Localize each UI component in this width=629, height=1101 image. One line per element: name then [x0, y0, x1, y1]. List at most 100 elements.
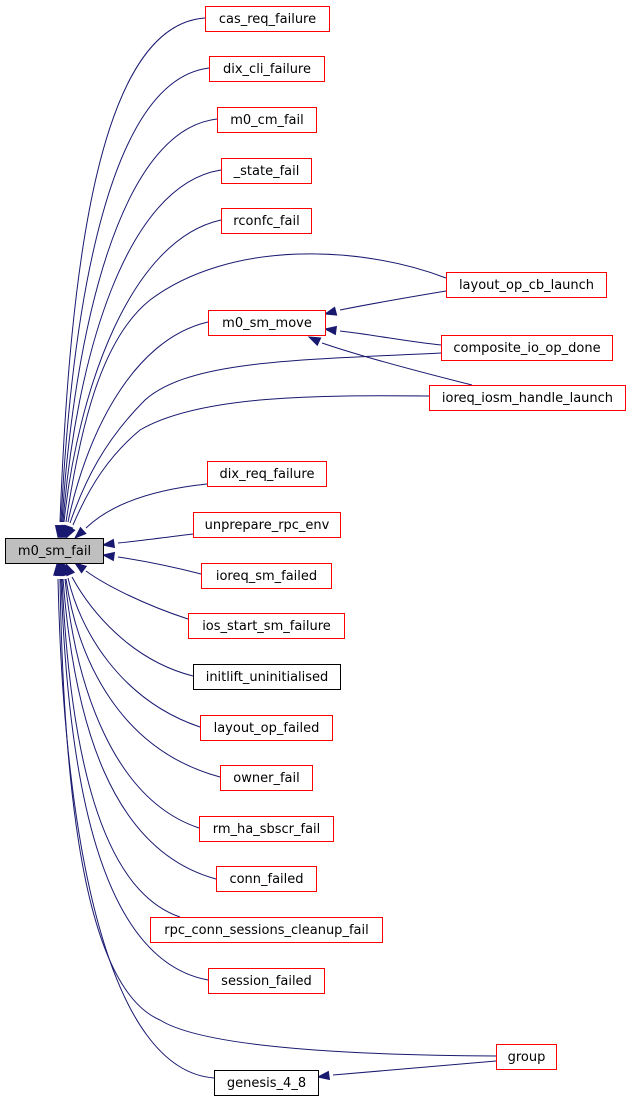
- node-dix_cli_failure[interactable]: dix_cli_failure: [209, 56, 325, 82]
- node-box[interactable]: [208, 310, 326, 336]
- node-label[interactable]: ioreq_iosm_handle_launch: [442, 391, 613, 406]
- node-cas_req_failure[interactable]: cas_req_failure: [205, 6, 330, 32]
- node-label[interactable]: _state_fail: [233, 164, 300, 179]
- edge-line: [60, 578, 209, 981]
- node-box[interactable]: [150, 917, 383, 943]
- node-rpc_conn_sessions_cleanup_fail[interactable]: rpc_conn_sessions_cleanup_fail: [150, 917, 383, 943]
- node-label[interactable]: group: [508, 1050, 546, 1065]
- node-unprepare_rpc_env[interactable]: unprepare_rpc_env: [193, 512, 341, 538]
- node-box[interactable]: [216, 866, 317, 892]
- arrowhead: [101, 538, 116, 549]
- node-box[interactable]: [214, 1070, 319, 1096]
- edges-layer: [53, 17, 497, 1081]
- node-_state_fail[interactable]: _state_fail: [221, 158, 312, 184]
- node-label[interactable]: dix_req_failure: [220, 467, 315, 482]
- node-label[interactable]: ioreq_sm_failed: [216, 569, 317, 584]
- edge-line: [85, 570, 189, 620]
- node-ioreq_iosm_handle_launch[interactable]: ioreq_iosm_handle_launch: [429, 385, 626, 411]
- node-box[interactable]: [207, 461, 327, 487]
- node-group[interactable]: group: [496, 1044, 557, 1070]
- node-m0_cm_fail[interactable]: m0_cm_fail: [217, 107, 317, 133]
- edge-unprepare_rpc_env-to-m0_sm_fail: [101, 533, 194, 549]
- node-layout_op_cb_launch[interactable]: layout_op_cb_launch: [446, 272, 607, 298]
- node-m0_sm_move[interactable]: m0_sm_move: [208, 310, 326, 336]
- node-label[interactable]: layout_op_failed: [214, 721, 320, 736]
- node-box[interactable]: [221, 158, 312, 184]
- node-label[interactable]: unprepare_rpc_env: [205, 518, 330, 533]
- node-box[interactable]: [199, 816, 334, 842]
- node-box[interactable]: [188, 613, 345, 639]
- node-session_failed[interactable]: session_failed: [208, 968, 325, 994]
- node-label[interactable]: layout_op_cb_launch: [459, 278, 594, 293]
- arrowhead: [53, 562, 63, 576]
- node-genesis_4_8[interactable]: genesis_4_8: [214, 1070, 319, 1096]
- node-box[interactable]: [5, 538, 104, 564]
- node-owner_fail[interactable]: owner_fail: [220, 765, 313, 791]
- node-box[interactable]: [446, 272, 607, 298]
- edge-m0_cm_fail-to-m0_sm_fail: [56, 118, 218, 539]
- edge-rpc_conn_sessions_cleanup_fail-to-m0_sm_fail: [56, 562, 181, 918]
- arrowhead: [307, 336, 322, 347]
- edge-line: [60, 67, 210, 523]
- edge-line: [339, 290, 447, 311]
- edge-ioreq_iosm_handle_launch-to-m0_sm_move: [307, 336, 473, 386]
- node-label[interactable]: conn_failed: [229, 872, 303, 887]
- edge-line: [63, 219, 222, 523]
- edge-line: [321, 342, 473, 386]
- edge-m0_sm_move-to-m0_sm_fail: [62, 321, 209, 539]
- node-box[interactable]: [193, 664, 341, 690]
- edge-line: [85, 483, 208, 529]
- node-box[interactable]: [217, 107, 317, 133]
- node-box[interactable]: [193, 512, 341, 538]
- node-initlift_uninitialised[interactable]: initlift_uninitialised: [193, 664, 341, 690]
- node-label[interactable]: rpc_conn_sessions_cleanup_fail: [164, 923, 368, 938]
- edge-line: [62, 578, 217, 880]
- node-box[interactable]: [441, 335, 613, 361]
- node-label[interactable]: rconfc_fail: [233, 214, 299, 229]
- arrowhead: [323, 325, 338, 336]
- node-ios_start_sm_failure[interactable]: ios_start_sm_failure: [188, 613, 345, 639]
- node-ioreq_sm_failed[interactable]: ioreq_sm_failed: [201, 563, 332, 589]
- node-conn_failed[interactable]: conn_failed: [216, 866, 317, 892]
- node-label[interactable]: m0_sm_move: [222, 316, 312, 331]
- edge-layout_op_cb_launch-to-m0_sm_move: [323, 290, 447, 316]
- node-label[interactable]: dix_cli_failure: [223, 62, 311, 77]
- node-label[interactable]: rm_ha_sbscr_fail: [213, 822, 321, 837]
- edge-line: [117, 556, 202, 575]
- node-box[interactable]: [429, 385, 626, 411]
- node-label[interactable]: cas_req_failure: [219, 12, 316, 27]
- node-layout_op_failed[interactable]: layout_op_failed: [200, 715, 333, 741]
- edge-composite_io_op_done-to-m0_sm_move: [323, 325, 442, 346]
- node-box[interactable]: [209, 56, 325, 82]
- node-composite_io_op_done[interactable]: composite_io_op_done: [441, 335, 613, 361]
- edge-genesis_4_8-to-m0_sm_fail: [53, 562, 215, 1079]
- arrowhead: [65, 525, 76, 540]
- edge-line: [65, 578, 221, 778]
- edge-line: [67, 577, 201, 728]
- node-label[interactable]: ios_start_sm_failure: [202, 619, 331, 634]
- node-box[interactable]: [496, 1044, 557, 1070]
- edge-ioreq_iosm_handle_launch-to-m0_sm_fail: [65, 395, 430, 540]
- node-box[interactable]: [201, 563, 332, 589]
- node-label[interactable]: composite_io_op_done: [453, 341, 600, 356]
- edge-conn_failed-to-m0_sm_fail: [57, 562, 217, 880]
- node-rm_ha_sbscr_fail[interactable]: rm_ha_sbscr_fail: [199, 816, 334, 842]
- node-box[interactable]: [221, 208, 312, 234]
- edge-rm_ha_sbscr_fail-to-m0_sm_fail: [59, 562, 200, 829]
- node-label[interactable]: genesis_4_8: [227, 1076, 306, 1091]
- node-label[interactable]: m0_cm_fail: [230, 113, 304, 128]
- node-label[interactable]: owner_fail: [233, 771, 299, 786]
- node-dix_req_failure[interactable]: dix_req_failure: [207, 461, 327, 487]
- node-m0_sm_fail[interactable]: m0_sm_fail: [5, 538, 104, 564]
- edge-line: [67, 321, 209, 523]
- node-box[interactable]: [205, 6, 330, 32]
- node-box[interactable]: [208, 968, 325, 994]
- edge-composite_io_op_done-to-m0_sm_fail: [64, 352, 442, 539]
- node-rconfc_fail[interactable]: rconfc_fail: [221, 208, 312, 234]
- node-label[interactable]: session_failed: [221, 974, 312, 989]
- node-label[interactable]: m0_sm_fail: [18, 544, 91, 559]
- node-box[interactable]: [200, 715, 333, 741]
- edge-group-to-genesis_4_8: [316, 1060, 497, 1081]
- node-label[interactable]: initlift_uninitialised: [206, 670, 329, 685]
- node-box[interactable]: [220, 765, 313, 791]
